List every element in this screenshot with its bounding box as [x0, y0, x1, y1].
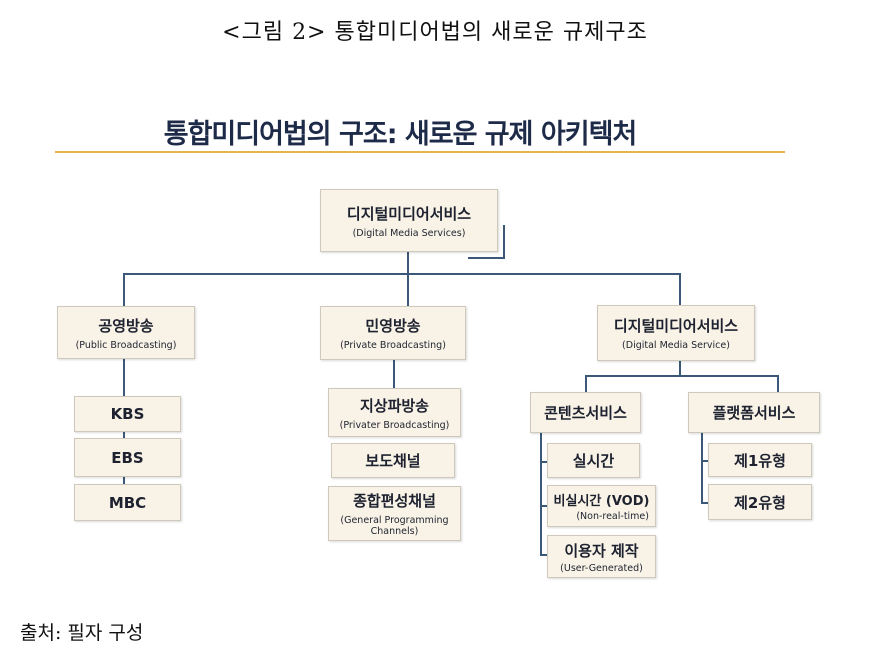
connector [701, 502, 709, 504]
node-ebs: EBS [74, 438, 181, 477]
connector [679, 361, 681, 377]
connector [679, 273, 681, 306]
node-label: MBC [108, 493, 147, 512]
root-node: 디지털미디어서비스 (Digital Media Services) [320, 189, 498, 252]
node-kbs: KBS [74, 396, 181, 432]
node-label: 제2유형 [734, 493, 786, 512]
source-note: 출처: 필자 구성 [20, 622, 144, 644]
node-user-generated: 이용자 제작 (User-Generated) [547, 535, 656, 578]
connector [468, 257, 505, 259]
node-mbc: MBC [74, 484, 181, 521]
diagram-title: 통합미디어법의 구조: 새로운 규제 아키텍처 [163, 119, 638, 150]
node-label: 디지털미디어서비스 [613, 317, 739, 335]
connector [540, 433, 542, 555]
node-sublabel: (Digital Media Services) [352, 227, 466, 239]
node-platform-service: 플랫폼서비스 [688, 392, 820, 433]
node-digital-media-service: 디지털미디어서비스 (Digital Media Service) [597, 305, 755, 361]
node-news-channel: 보도채널 [331, 443, 455, 478]
node-vod: 비실시간 (VOD) (Non-real-time) [547, 485, 656, 527]
node-content-service: 콘텐츠서비스 [530, 392, 641, 433]
node-label: 플랫폼서비스 [712, 404, 796, 422]
connector [540, 505, 548, 507]
node-general-channel: 종합편성채널 (General Programming Channels) [328, 486, 461, 541]
node-label: 지상파방송 [359, 396, 429, 415]
node-label: 민영방송 [365, 317, 421, 335]
node-label: 비실시간 (VOD) [553, 494, 650, 509]
node-terrestrial: 지상파방송 (Privater Broadcasting) [328, 388, 461, 437]
node-label: 제1유형 [734, 451, 786, 470]
connector [701, 433, 703, 504]
node-type1: 제1유형 [708, 443, 812, 477]
node-sublabel: (Private Broadcasting) [340, 340, 446, 351]
node-label: 디지털미디어서비스 [346, 204, 472, 223]
connector [777, 375, 779, 393]
title-underline [55, 151, 785, 153]
node-label: 보도채널 [365, 452, 421, 470]
node-private-broadcasting: 민영방송 (Private Broadcasting) [320, 306, 466, 360]
connector [585, 375, 779, 377]
node-sublabel: (Digital Media Service) [622, 340, 730, 351]
connector [540, 461, 548, 463]
node-realtime: 실시간 [547, 443, 640, 478]
node-label: EBS [111, 448, 144, 467]
node-label: 실시간 [572, 452, 615, 470]
node-sublabel: (Non-real-time) [576, 511, 649, 522]
node-sublabel: (General Programming Channels) [340, 515, 449, 537]
node-label: 이용자 제작 [564, 541, 639, 560]
node-sublabel: (Public Broadcasting) [75, 339, 177, 351]
connector [123, 273, 681, 275]
node-label: 콘텐츠서비스 [544, 404, 627, 422]
connector [585, 375, 587, 393]
figure-caption: <그림 2> 통합미디어법의 새로운 규제구조 [222, 20, 648, 45]
node-sublabel: (Privater Broadcasting) [339, 419, 450, 431]
node-label: KBS [110, 405, 145, 423]
node-type2: 제2유형 [708, 484, 812, 520]
connector [393, 360, 395, 390]
connector [123, 273, 125, 307]
node-label: 종합편성채널 [353, 492, 436, 510]
connector [407, 273, 409, 307]
node-label: 공영방송 [98, 316, 154, 335]
connector [503, 225, 505, 259]
connector [701, 460, 709, 462]
node-sublabel: (User-Generated) [560, 562, 643, 574]
connector [540, 554, 548, 556]
connector [407, 252, 409, 275]
node-public-broadcasting: 공영방송 (Public Broadcasting) [57, 306, 195, 359]
